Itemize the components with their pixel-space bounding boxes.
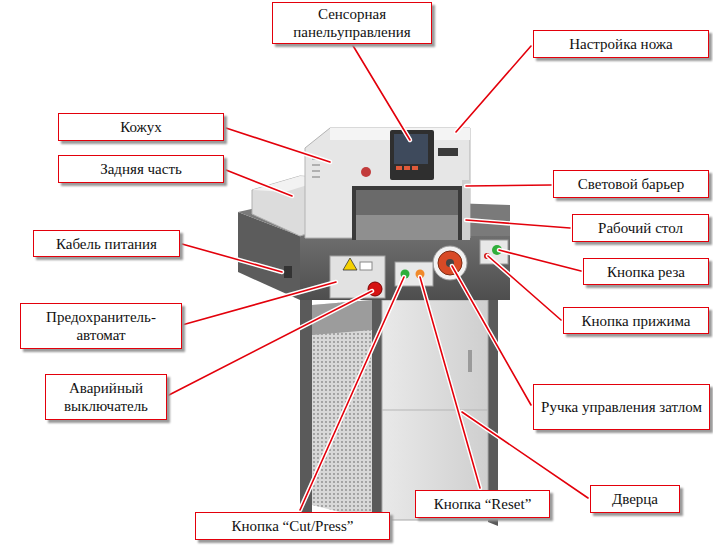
callout-box: Задняя часть <box>58 155 224 183</box>
callout-label: Рабочий стол <box>598 219 683 237</box>
callout-box: Кнопка реза <box>583 258 709 285</box>
callout-label: Ручка управления затлом <box>541 398 702 416</box>
callout-box: Кожух <box>58 113 224 141</box>
callout-box: Аварийный выключатель <box>45 374 167 420</box>
callout-box: Световой барьер <box>553 170 709 198</box>
callout-label: Сенсорная панельуправления <box>279 5 425 41</box>
callout-label: Световой барьер <box>578 175 685 193</box>
callout-box: Кабель питания <box>33 230 180 257</box>
callout-box: Предохранитель-автомат <box>20 303 182 349</box>
callout-label: Настройка ножа <box>569 35 673 53</box>
callout-box: Кнопка “Reset” <box>415 490 550 518</box>
callout-box: Ручка управления затлом <box>533 384 710 430</box>
callout-box: Рабочий стол <box>572 214 709 242</box>
callout-label: Дверца <box>612 490 658 508</box>
callout-label: Кнопка реза <box>607 263 685 281</box>
callout-box: Настройка ножа <box>533 30 709 58</box>
callout-box: Сенсорная панельуправления <box>272 2 432 44</box>
callout-box: Дверца <box>590 485 680 513</box>
callout-label: Задняя часть <box>100 160 182 178</box>
callout-label: Кнопка “Cut/Press” <box>232 517 354 535</box>
callout-label: Кнопка “Reset” <box>434 495 532 513</box>
callout-box: Кнопка “Cut/Press” <box>195 512 390 540</box>
callout-box: Кнопка прижима <box>563 307 709 334</box>
callout-label: Кабель питания <box>56 235 157 253</box>
callout-label: Кнопка прижима <box>581 312 690 330</box>
callout-label: Аварийный выключатель <box>52 379 160 415</box>
callout-label: Предохранитель-автомат <box>27 308 175 344</box>
callout-label: Кожух <box>120 118 162 136</box>
